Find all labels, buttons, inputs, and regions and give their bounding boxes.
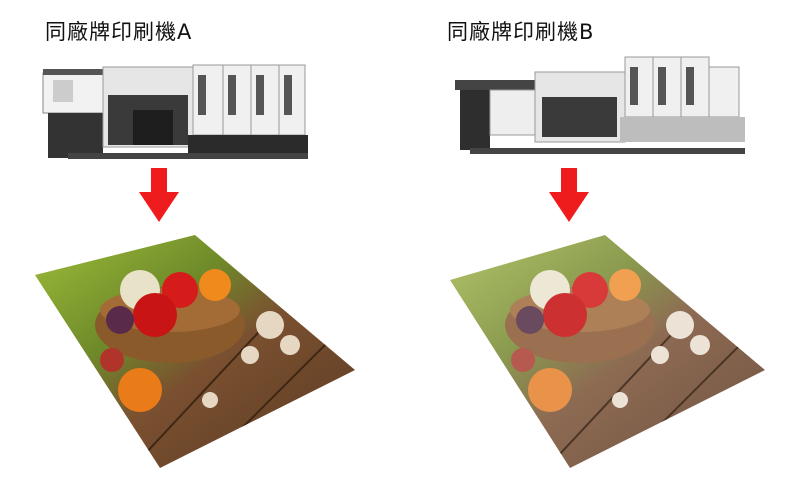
printed-sheet-b-image — [450, 235, 765, 468]
label-machine-a: 同廠牌印刷機A — [45, 20, 193, 44]
down-arrow-b-icon — [549, 168, 589, 222]
label-machine-b: 同廠牌印刷機B — [447, 20, 595, 44]
printing-press-a-icon — [42, 64, 308, 159]
printed-sheet-a-image — [35, 235, 355, 468]
printing-press-b-icon — [455, 56, 745, 154]
down-arrow-a-icon — [139, 168, 179, 222]
